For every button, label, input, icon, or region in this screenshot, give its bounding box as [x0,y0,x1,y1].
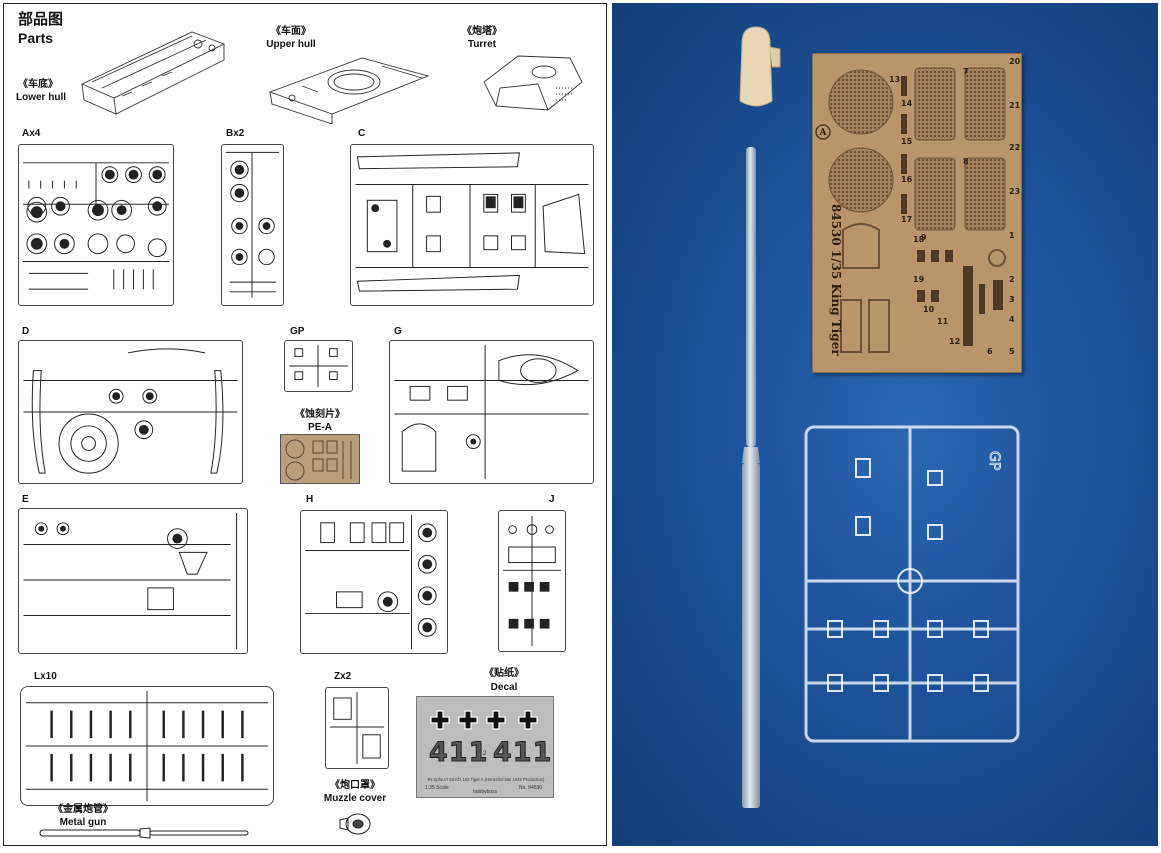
sprue-l-parts [26,690,268,802]
sprue-l [20,686,274,806]
decal-caption-no: No. 84530 [519,785,543,791]
pe-part-number: 1 [1009,231,1015,240]
pe-part-number: 3 [1009,295,1015,304]
pe-a-cn: 《蚀刻片》 [295,409,345,420]
pe-part-number: 11 [937,317,949,326]
metal-gun-en: Metal gun [59,817,107,828]
sprue-a-parts [22,162,170,290]
pe-part-number: 5 [1009,347,1015,356]
sheet-title-cn: 部品图 [18,11,64,28]
decal-separator: 2 [483,751,487,757]
sprue-g-parts [394,344,589,480]
sprue-gp-label: GP [290,326,305,337]
decal-caption-brand: hobbyboss [473,789,498,795]
decal-number-right: 411 [492,737,553,769]
pe-a-parts [285,439,352,481]
pe-a-en: PE-A [308,422,332,433]
decal-caption-scale: 1:35 Scale [425,785,449,791]
pe-part-number: 22 [1009,143,1020,152]
lower-hull-drawing [80,31,226,115]
sheet-title-en: Parts [18,30,54,46]
sprue-z-parts [329,692,385,764]
pe-fret-logo: A [819,128,828,138]
pe-part-number: 20 [1009,57,1021,66]
pe-part-number: 12 [949,337,960,346]
lower-hull-en: Lower hull [16,92,66,103]
sprue-h-label: H [306,494,314,505]
metal-gun-barrel [742,147,760,808]
sprue-d-parts [23,348,238,474]
sprue-l-label: Lx10 [34,671,57,682]
decal-sheet: 411 2 411 Pz.Kpfw.VI Sd.Kfz.182 Tiger II… [416,696,554,798]
lower-hull-cn: 《车底》 [18,79,58,90]
decal-cn: 《贴纸》 [484,668,524,679]
pe-fret-title: 84530 1/35 King Tiger [829,204,843,356]
sprue-j-parts [502,515,562,647]
sprue-d [18,340,243,484]
metal-gun-drawing [39,827,249,839]
sprue-a [18,144,174,306]
sprue-j-label: J [549,494,555,505]
sprue-c-label: C [358,128,366,139]
turret-cn: 《炮塔》 [462,26,502,37]
pe-part-number: 19 [913,275,925,284]
sprue-e [18,508,248,654]
sprue-h-parts [304,514,437,650]
pe-part-number: 8 [963,157,969,166]
sprue-a-label: Ax4 [22,128,41,139]
turret-en: Turret [467,39,497,50]
parts-sheet: 部品图 Parts 《车底》 Lower hull 《车面》 Upper hul… [3,3,607,846]
sprue-e-parts [23,512,238,650]
clear-sprue-label: GP [986,451,1002,470]
balkenkreuz-icons [430,710,538,730]
pe-part-number: 7 [963,67,969,76]
resin-muzzle-part [739,26,781,107]
pe-part-number: 16 [901,175,913,184]
pe-part-number: 9 [921,233,927,242]
pe-part-number: 18 [913,235,925,244]
muzzle-cover-cn: 《炮口罩》 [330,780,380,791]
pe-part-number: 23 [1009,187,1020,196]
sprue-e-label: E [22,494,29,505]
sprue-h [300,510,448,654]
pe-part-number: 10 [923,305,935,314]
sprue-z-label: Zx2 [334,671,352,682]
sprue-d-label: D [22,326,30,337]
upper-hull-drawing [268,57,430,124]
sprue-gp-parts [289,344,348,388]
turret-drawing [483,55,583,111]
pe-part-number: 2 [1009,275,1015,284]
pe-part-number: 13 [889,75,900,84]
sprue-g-label: G [394,326,402,337]
muzzle-cover-en: Muzzle cover [323,793,387,804]
pe-part-number: 17 [901,215,912,224]
pe-part-number: 4 [1009,315,1015,324]
decal-en: Decal [490,682,518,693]
sprue-g [389,340,594,484]
sprue-c [350,144,594,306]
pe-part-number: 6 [987,347,993,356]
clear-sprue-gp: GP [804,425,1020,743]
sprue-b-parts [225,151,280,298]
pe-a-fret [280,434,360,484]
muzzle-cover-drawing [339,813,371,835]
upper-hull-cn: 《车面》 [271,26,311,37]
sprue-j [498,510,566,652]
sprue-b [221,144,284,306]
sprue-gp [284,340,353,392]
sprue-b-label: Bx2 [226,128,245,139]
pe-part-number: 14 [901,99,913,108]
sprue-c-parts [355,152,589,292]
upper-hull-en: Upper hull [266,39,316,50]
decal-caption-line1: Pz.Kpfw.VI Sd.Kfz.182 Tiger II (Henschel… [427,777,545,782]
metal-gun-cn: 《金属炮管》 [53,804,113,815]
sprue-z [325,687,389,769]
pe-part-number: 15 [901,137,913,146]
pe-part-number: 21 [1009,101,1021,110]
decal-number-left: 411 [428,737,489,769]
